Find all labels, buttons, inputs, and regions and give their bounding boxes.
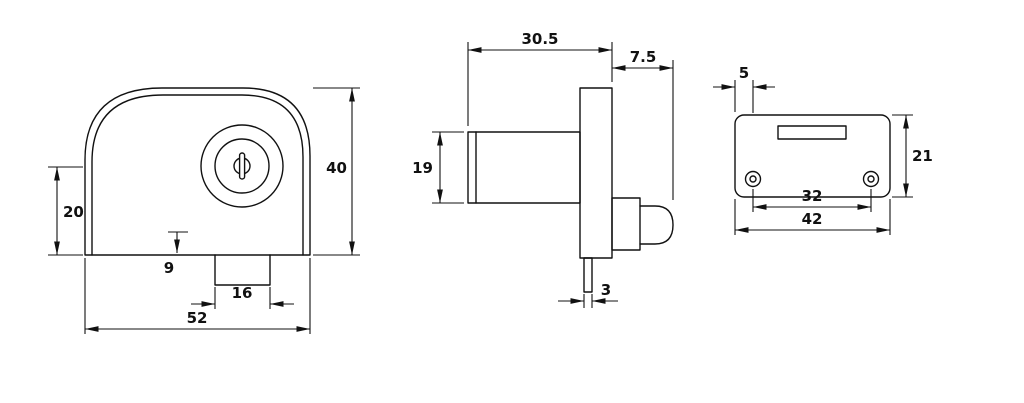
dim-back-hole-spacing: 32 <box>752 187 872 212</box>
back-plate-width-label: 42 <box>802 210 823 228</box>
dim-side-barrel-diameter: 19 <box>412 131 464 204</box>
dim-front-height: 40 <box>313 87 360 256</box>
back-plate-height-label: 21 <box>912 147 933 165</box>
lock-body-inner-outline <box>91 94 304 256</box>
back-hole-spacing-label: 32 <box>802 187 823 205</box>
cylinder-outer-circle <box>200 124 284 208</box>
dim-back-edge-to-hole: 5 <box>713 64 775 113</box>
screw-hole-left-outer <box>744 170 762 188</box>
front-view: 40 20 9 16 <box>48 87 360 334</box>
dim-side-tail-thickness: 3 <box>558 281 618 308</box>
dim-front-lower-height: 20 <box>48 166 84 256</box>
front-tab-offset-label: 9 <box>164 259 174 277</box>
cam-nub <box>639 205 674 245</box>
tail-strip <box>583 257 593 293</box>
plate-slot <box>777 125 847 140</box>
screw-hole-right-outer <box>862 170 880 188</box>
mounting-plate <box>734 114 891 198</box>
cam-block <box>611 197 641 251</box>
front-width-label: 52 <box>187 309 208 327</box>
side-tail-thickness-label: 3 <box>601 281 611 299</box>
screw-hole-right-inner <box>867 175 875 183</box>
side-flange-depth-label: 7.5 <box>630 48 657 66</box>
cylinder-inner-circle <box>214 138 270 194</box>
screw-hole-left-inner <box>749 175 757 183</box>
latch-tab <box>214 254 271 286</box>
dim-front-width: 52 <box>84 258 311 334</box>
front-lower-height-label: 20 <box>63 203 84 221</box>
back-view: 5 21 32 42 <box>713 64 933 235</box>
dim-back-plate-width: 42 <box>734 199 891 235</box>
lock-body-outline <box>84 87 311 256</box>
dim-front-tab-width: 16 <box>191 284 294 309</box>
barrel <box>467 131 581 204</box>
side-barrel-diameter-label: 19 <box>412 159 433 177</box>
dim-side-flange-depth: 7.5 <box>612 48 674 200</box>
dim-back-plate-height: 21 <box>892 114 933 198</box>
dim-front-tab-offset: 9 <box>164 231 188 277</box>
side-view: 30.5 7.5 19 3 <box>412 30 674 308</box>
keyway-slot <box>238 152 246 180</box>
side-barrel-length-label: 30.5 <box>521 30 558 48</box>
flange-plate <box>579 87 613 259</box>
back-edge-to-hole-label: 5 <box>739 64 749 82</box>
front-height-label: 40 <box>326 159 347 177</box>
dim-side-barrel-length: 30.5 <box>467 30 613 126</box>
front-tab-width-label: 16 <box>232 284 253 302</box>
